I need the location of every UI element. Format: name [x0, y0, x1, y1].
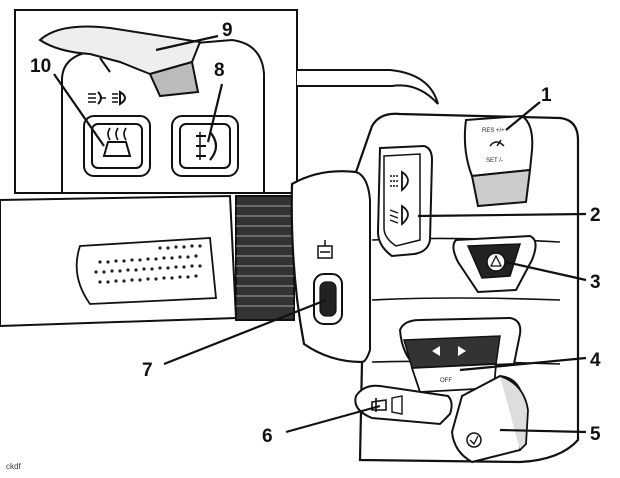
cruise-control-icon — [489, 139, 505, 147]
cruise-res-label: RES +/+ — [482, 128, 505, 134]
grip-texture — [94, 244, 202, 284]
collar-switch[interactable] — [313, 240, 343, 325]
callout-9: 9 — [222, 20, 233, 41]
high-beam-icon-small — [112, 90, 126, 106]
callout-4: 4 — [590, 350, 601, 371]
low-beam-icon — [389, 204, 409, 226]
high-beam-icon — [390, 170, 409, 192]
collar-switch-icon — [317, 240, 333, 259]
indicator-off-label: OFF — [440, 378, 452, 384]
turn-indicator-switch[interactable]: OFF — [398, 316, 522, 393]
heated-grip-button[interactable] — [83, 115, 151, 177]
callout-1: 1 — [541, 85, 552, 106]
callout-7: 7 — [142, 360, 153, 381]
turn-signal-icon — [432, 346, 466, 356]
fog-light-icon — [196, 131, 218, 161]
callout-3: 3 — [590, 272, 601, 293]
fog-light-button[interactable] — [171, 115, 239, 177]
hazard-icon — [486, 252, 506, 272]
callout-2: 2 — [590, 205, 601, 226]
starter-icon — [466, 432, 482, 448]
callout-10: 10 — [30, 56, 51, 77]
handlebar-grip — [0, 194, 295, 328]
cruise-control-switch[interactable]: RES +/+ SET /- — [463, 114, 534, 208]
zoom-arrow — [297, 69, 439, 105]
callout-8: 8 — [214, 60, 225, 81]
callout-5: 5 — [590, 424, 601, 445]
inset-panel — [14, 9, 298, 194]
heated-grip-icon — [102, 127, 132, 157]
fog-light-icon-small — [88, 91, 106, 105]
leader-lines — [53, 34, 587, 434]
headlight-dip-switch[interactable] — [376, 144, 434, 258]
cruise-set-label: SET /- — [486, 158, 503, 164]
image-code: ckdf — [6, 462, 21, 471]
knurled-ring — [235, 195, 295, 321]
hazard-button[interactable] — [452, 234, 537, 294]
callout-6: 6 — [262, 426, 273, 447]
